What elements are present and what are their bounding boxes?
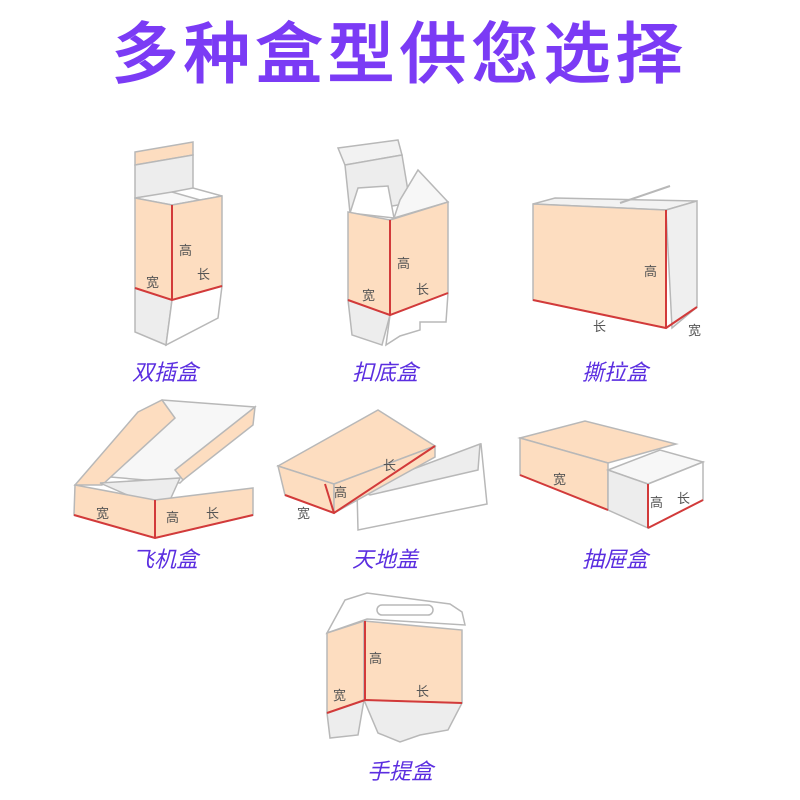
width-label: 宽 [333,688,346,704]
height-label: 高 [166,510,179,526]
width-label: 宽 [146,275,159,291]
box-caption-lock-bottom: 扣底盒 [351,361,418,386]
box-caption-double-tuck: 双插盒 [131,361,198,386]
width-label: 宽 [553,472,566,488]
width-label: 宽 [297,506,310,522]
length-label: 长 [677,492,690,507]
box-caption-handle: 手提盒 [366,760,433,785]
length-label: 长 [206,507,219,522]
box-caption-mailer: 飞机盒 [131,548,198,573]
width-label: 宽 [362,288,375,304]
height-label: 高 [334,485,347,501]
box-caption-drawer: 抽屉盒 [581,548,648,573]
box-caption-tear-strip: 撕拉盒 [581,361,648,386]
box-caption-lid-and-base: 天地盖 [351,548,418,573]
length-label: 长 [383,459,396,474]
length-label: 长 [197,268,210,283]
page-title: 多种盒型供您选择 [112,16,688,93]
width-label: 宽 [688,323,701,339]
length-label: 长 [416,283,429,298]
height-label: 高 [397,256,410,272]
height-label: 高 [179,243,192,259]
height-label: 高 [369,651,382,667]
length-label: 长 [593,320,606,335]
length-label: 长 [416,685,429,700]
height-label: 高 [644,264,657,280]
height-label: 高 [650,495,663,511]
width-label: 宽 [96,506,109,522]
